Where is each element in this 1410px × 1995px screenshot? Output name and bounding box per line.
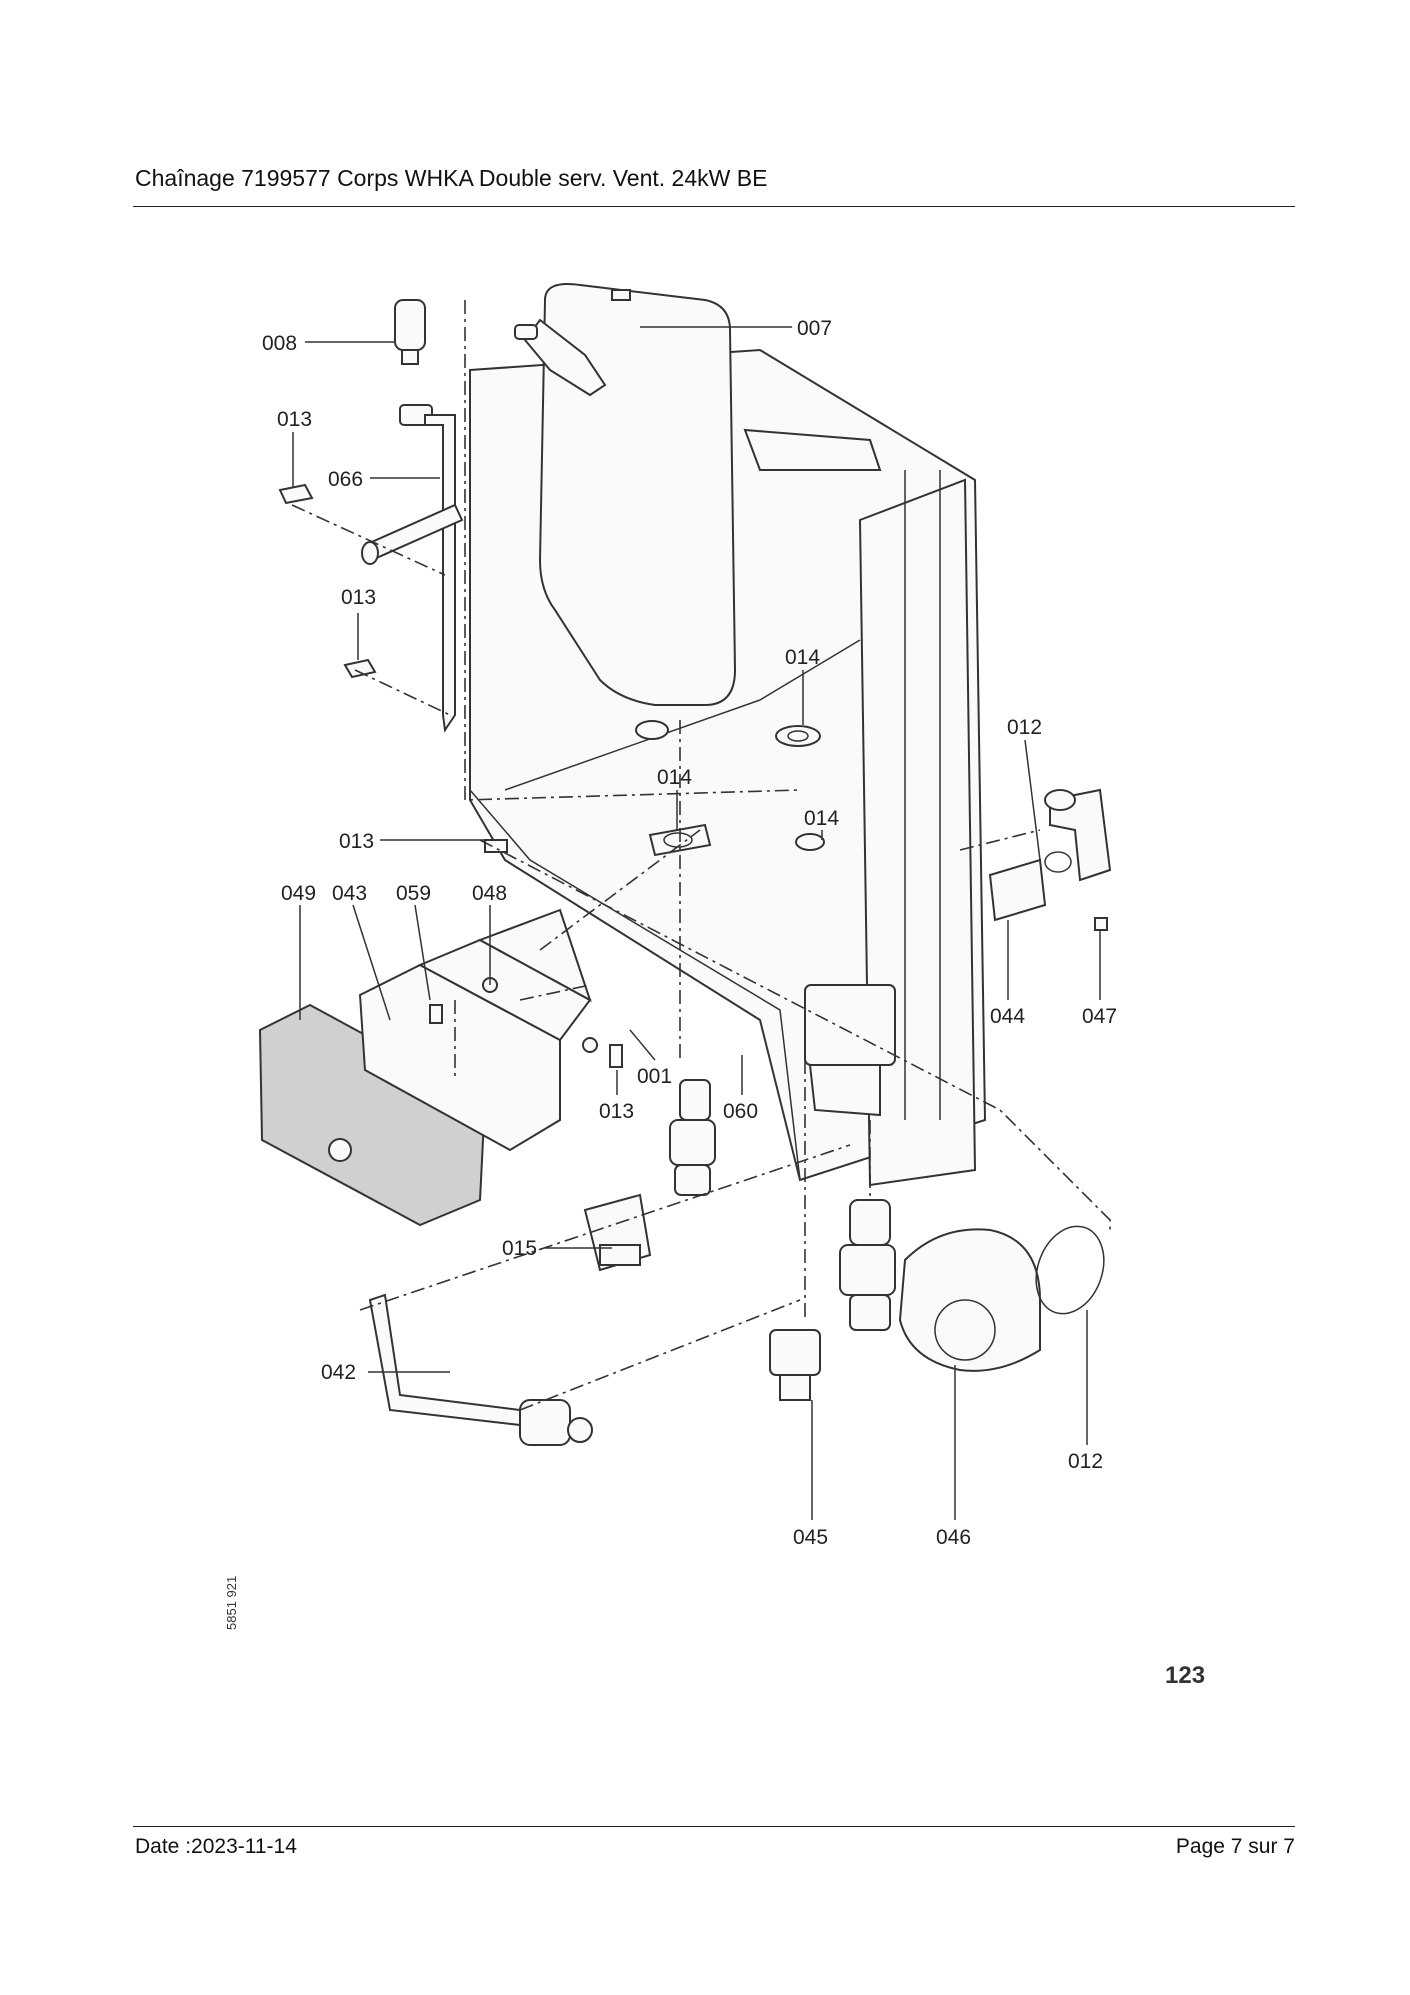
leader-lines <box>292 326 1101 1520</box>
document-title: Chaînage 7199577 Corps WHKA Double serv.… <box>135 165 768 191</box>
actuator <box>583 1193 652 1272</box>
part-label-014-a: 014 <box>785 646 820 669</box>
drawing-reference-code: 5851 921 <box>224 1576 239 1630</box>
part-label-013-a: 013 <box>277 408 312 431</box>
cover-panel <box>258 1003 487 1227</box>
header-rule <box>133 206 1295 207</box>
part-label-047: 047 <box>1082 1005 1117 1028</box>
part-label-013-c: 013 <box>339 830 374 853</box>
grommets <box>635 720 825 857</box>
part-label-014-c: 014 <box>804 807 839 830</box>
part-label-015: 015 <box>502 1237 537 1260</box>
part-label-060: 060 <box>723 1100 758 1123</box>
expansion-vessel <box>514 283 737 706</box>
part-label-049: 049 <box>281 882 316 905</box>
part-label-048: 048 <box>472 882 507 905</box>
bypass-pipe <box>368 1293 593 1446</box>
page-number: Page 7 sur 7 <box>1175 1835 1295 1858</box>
part-label-008: 008 <box>262 332 297 355</box>
part-label-042: 042 <box>321 1361 356 1384</box>
clips <box>278 483 623 1068</box>
part-label-046: 046 <box>936 1526 971 1549</box>
part-label-045: 045 <box>793 1526 828 1549</box>
part-labels: 008 007 013 066 013 014 014 014 012 013 … <box>262 317 1117 1549</box>
pressure-sensor-assembly <box>988 788 1112 931</box>
part-label-059: 059 <box>396 882 431 905</box>
part-label-066: 066 <box>328 468 363 491</box>
part-label-013-d: 013 <box>599 1100 634 1123</box>
figure-number: 123 <box>1165 1662 1205 1689</box>
hydraulic-block <box>669 984 896 1331</box>
part-label-012-b: 012 <box>1068 1450 1103 1473</box>
part-label-044: 044 <box>990 1005 1025 1028</box>
part-label-012-a: 012 <box>1007 716 1042 739</box>
part-label-043: 043 <box>332 882 367 905</box>
part-label-007: 007 <box>797 317 832 340</box>
footer-rule <box>133 1826 1295 1827</box>
pump-assembly <box>769 1225 1105 1401</box>
part-label-001: 001 <box>637 1065 672 1088</box>
air-vent-assembly <box>361 299 464 733</box>
assembly-lines <box>291 300 1111 1411</box>
part-label-013-b: 013 <box>341 586 376 609</box>
footer-date: Date :2023-11-14 <box>135 1835 297 1858</box>
part-label-014-b: 014 <box>657 766 692 789</box>
